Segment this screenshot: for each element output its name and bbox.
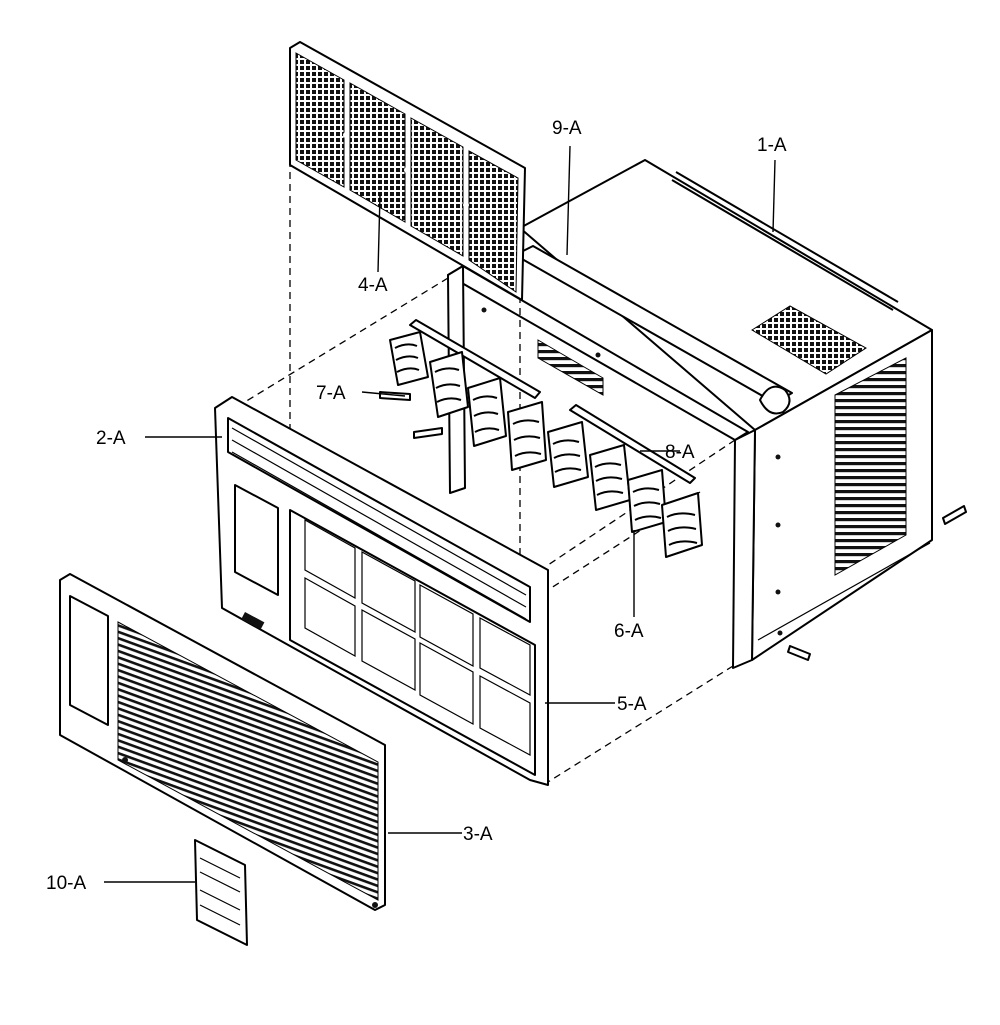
label-front-frame: 2-A (96, 428, 126, 449)
label-air-filter: 4-A (358, 275, 388, 296)
brackets-left (379, 331, 547, 471)
label-rating-label: 10-A (46, 873, 86, 894)
part-labels: 1-A 2-A 3-A 4-A 5-A 6-A 7-A 8-A 9-A 10-A (46, 118, 787, 894)
screw-bottom (787, 645, 811, 661)
cabinet-front-edge (732, 429, 756, 669)
air-filter (289, 41, 526, 301)
front-frame (214, 396, 549, 786)
label-cabinet: 1-A (757, 135, 787, 156)
label-top-rail: 9-A (552, 118, 582, 139)
label-bracket-right: 6-A (614, 621, 644, 642)
label-front-panel: 5-A (617, 694, 647, 715)
top-vent (751, 305, 867, 375)
screw-right (942, 505, 967, 525)
label-front-grille: 3-A (463, 824, 493, 845)
label-bracket-left: 7-A (316, 383, 346, 404)
leader-lines (104, 145, 776, 883)
support-rail (409, 319, 696, 484)
rating-label (194, 839, 248, 946)
front-grille (59, 573, 386, 911)
label-support-rail: 8-A (665, 442, 695, 463)
cabinet (519, 159, 967, 669)
top-rail (514, 245, 793, 415)
brackets-right (547, 421, 703, 558)
side-vent (834, 357, 907, 576)
